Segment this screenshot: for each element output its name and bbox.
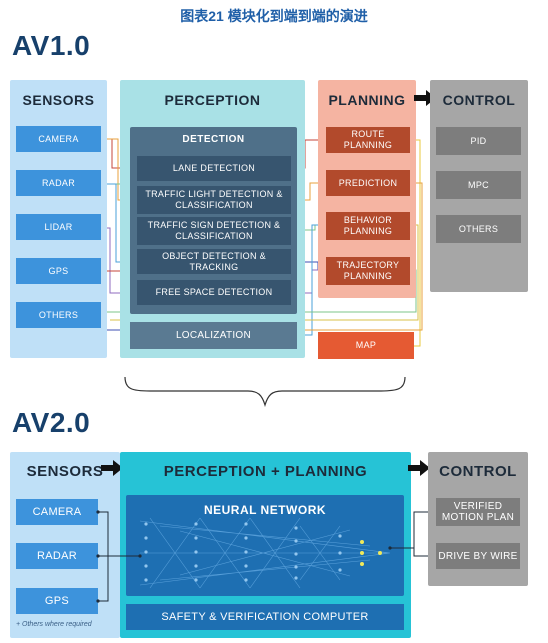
av1-sensor-camera: CAMERA	[16, 126, 101, 152]
av1-lane-detection: LANE DETECTION	[137, 156, 291, 181]
neural-network-graphic	[140, 517, 390, 589]
av1-localization: LOCALIZATION	[130, 322, 297, 349]
av2-neural-network-panel: NEURAL NETWORK	[126, 495, 404, 596]
av2-control-header: CONTROL	[439, 463, 517, 480]
av1-control-header: CONTROL	[442, 92, 516, 108]
av2-arrow-right-icon-2	[408, 460, 430, 476]
av1-free-space-detection: FREE SPACE DETECTION	[137, 280, 291, 305]
av2-sensor-gps: GPS	[16, 588, 98, 614]
av2-neural-network-label: NEURAL NETWORK	[203, 503, 327, 517]
av1-route-planning: ROUTE PLANNING	[326, 127, 410, 153]
av1-traffic-light-detection: TRAFFIC LIGHT DETECTION & CLASSIFICATION	[137, 186, 291, 214]
av1-sensor-radar: RADAR	[16, 170, 101, 196]
av1-control-mpc: MPC	[436, 171, 521, 199]
av1-planning-header: PLANNING	[328, 92, 406, 108]
av1-object-detection-tracking: OBJECT DETECTION & TRACKING	[137, 249, 291, 274]
av1-traffic-sign-detection: TRAFFIC SIGN DETECTION & CLASSIFICATION	[137, 217, 291, 245]
av1-control-pid: PID	[436, 127, 521, 155]
figure-title: 图表21 模块化到端到端的演进	[180, 8, 368, 24]
av1-control-others: OTHERS	[436, 215, 521, 243]
av1-detection-header: DETECTION	[182, 134, 245, 145]
av1-sensor-gps: GPS	[16, 258, 101, 284]
av2-sensors-header: SENSORS	[26, 463, 104, 480]
av2-perception-planning-header: PERCEPTION + PLANNING	[163, 463, 368, 480]
av2-verified-motion-plan: VERIFIED MOTION PLAN	[436, 498, 520, 526]
av2-arrow-right-icon-1	[101, 460, 123, 476]
av1-trajectory-planning: TRAJECTORY PLANNING	[326, 257, 410, 285]
av1-sensors-header: SENSORS	[22, 92, 95, 108]
brace-icon	[124, 376, 406, 407]
av1-prediction: PREDICTION	[326, 170, 410, 196]
av1-sensor-lidar: LIDAR	[16, 214, 101, 240]
av1-sensor-others: OTHERS	[16, 302, 101, 328]
av2-drive-by-wire: DRIVE BY WIRE	[436, 543, 520, 569]
av2-title: AV2.0	[12, 407, 91, 438]
av2-sensor-camera: CAMERA	[16, 499, 98, 525]
av2-sensors-footnote: + Others where required	[16, 621, 92, 628]
av1-title: AV1.0	[12, 30, 91, 61]
av2-sensor-radar: RADAR	[16, 543, 98, 569]
av2-safety-verification-computer: SAFETY & VERIFICATION COMPUTER	[126, 604, 404, 630]
av1-perception-header: PERCEPTION	[164, 92, 261, 108]
av1-map: MAP	[318, 332, 414, 359]
av1-behavior-planning: BEHAVIOR PLANNING	[326, 212, 410, 240]
